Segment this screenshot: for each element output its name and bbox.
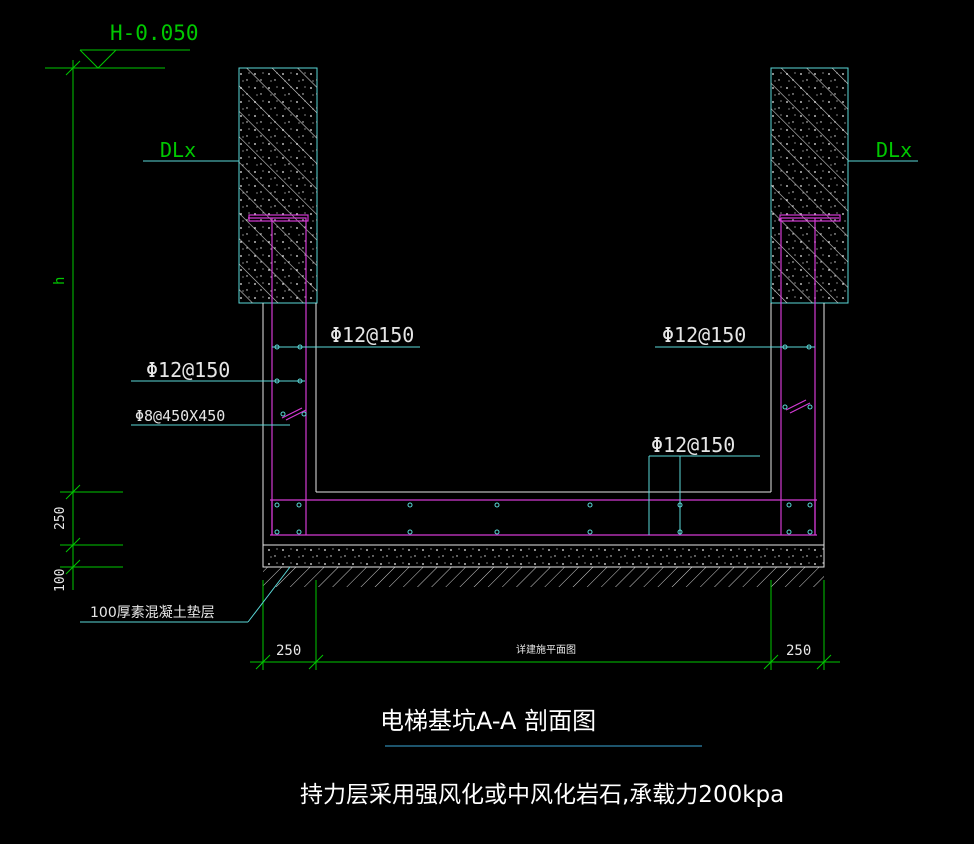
dim-100-vertical: 100 <box>53 569 68 592</box>
rebar-wall-inner-left: Φ12@150 <box>330 323 414 347</box>
bearing-layer-note: 持力层采用强风化或中风化岩石,承载力200kpa <box>300 782 784 808</box>
beam-label-right: DLx <box>876 138 912 162</box>
cushion-note: 100厚素混凝土垫层 <box>90 605 215 621</box>
rebar-wall-outer-left: Φ12@150 <box>146 358 230 382</box>
elevation-label: H-0.050 <box>110 21 199 45</box>
tie-hooks <box>281 399 811 421</box>
dim-bottom-center: 详建施平面图 <box>516 643 576 656</box>
dim-250-vertical: 250 <box>53 507 68 530</box>
dimension-lines <box>45 49 840 670</box>
ground-hatch <box>263 566 824 587</box>
rebar-bottom-slab: Φ12@150 <box>651 433 735 457</box>
dim-bottom-right: 250 <box>786 643 811 659</box>
dim-bottom-left: 250 <box>276 643 301 659</box>
beam-left <box>238 67 318 304</box>
drawing-title: 电梯基坑A-A 剖面图 <box>380 707 596 735</box>
rebar-wall-inner-right: Φ12@150 <box>662 323 746 347</box>
leader-lines <box>80 160 918 747</box>
rebar-dots <box>274 344 813 535</box>
height-label: h <box>52 277 68 285</box>
rebar-tie-left: Φ8@450X450 <box>135 407 225 425</box>
beam-label-left: DLx <box>160 138 196 162</box>
rebar-cage <box>248 214 841 536</box>
beam-right <box>770 67 849 304</box>
concrete-cushion-layer <box>262 544 825 568</box>
